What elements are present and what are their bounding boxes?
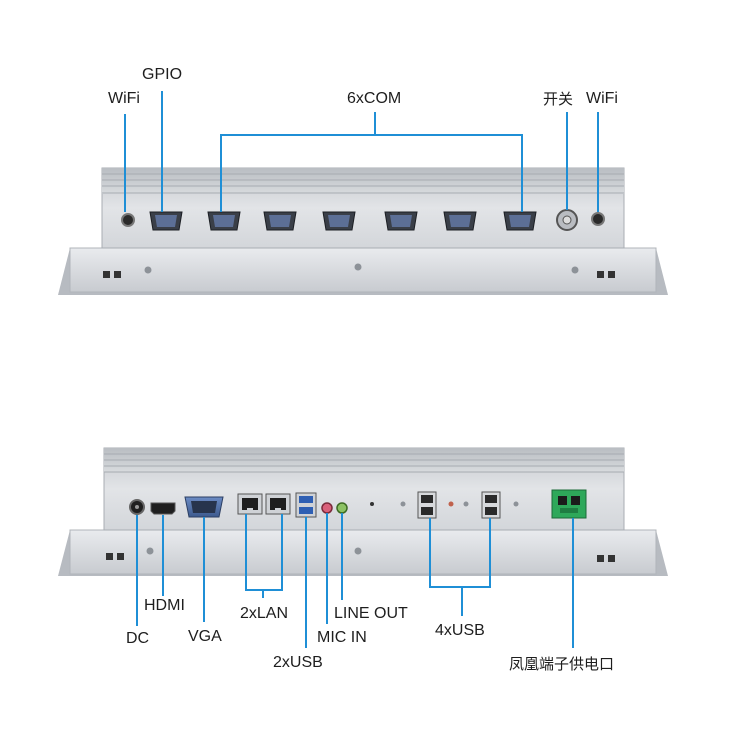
label-6xcom: 6xCOM [347,90,402,107]
top-ports [121,209,605,231]
bottom-ports [129,489,587,519]
hdmi-port [150,502,176,515]
label-mic-in: MIC IN [317,629,367,646]
label-switch: 开关 [543,90,574,108]
line-out-jack [336,502,348,514]
label-hdmi: HDMI [144,597,185,614]
label-2xlan: 2xLAN [240,605,289,622]
label-wifi-left: WiFi [108,90,140,107]
label-4xusb: 4xUSB [435,622,485,639]
phoenix-terminal [551,489,587,519]
vga-port [184,496,224,518]
com-port-6 [503,211,537,231]
usb-stack-left [295,492,317,518]
com-port-3 [322,211,356,231]
power-switch [556,209,578,231]
dc-jack [129,499,145,515]
com-port-4 [384,211,418,231]
label-wifi-right: WiFi [586,90,618,107]
com-port-1 [207,211,241,231]
mic-in-jack [321,502,333,514]
label-dc: DC [126,630,150,647]
label-phoenix-power: 凤凰端子供电口 [509,655,615,673]
label-gpio: GPIO [142,66,183,83]
com-port-2 [263,211,297,231]
label-line-out: LINE OUT [334,605,408,622]
label-2xusb: 2xUSB [273,654,323,671]
gpio-port [149,211,183,231]
wifi-left-antenna [121,213,135,227]
com-port-5 [443,211,477,231]
bottom-device [58,447,668,576]
lan-port-1 [237,493,263,515]
indicator-dot [370,502,374,506]
bottom-callouts [136,513,574,648]
lan-port-2 [265,493,291,515]
top-device [58,167,668,295]
label-vga: VGA [188,628,222,645]
top-callouts [124,91,599,212]
wifi-right-antenna [591,212,605,226]
usb-stack-1 [400,491,469,519]
